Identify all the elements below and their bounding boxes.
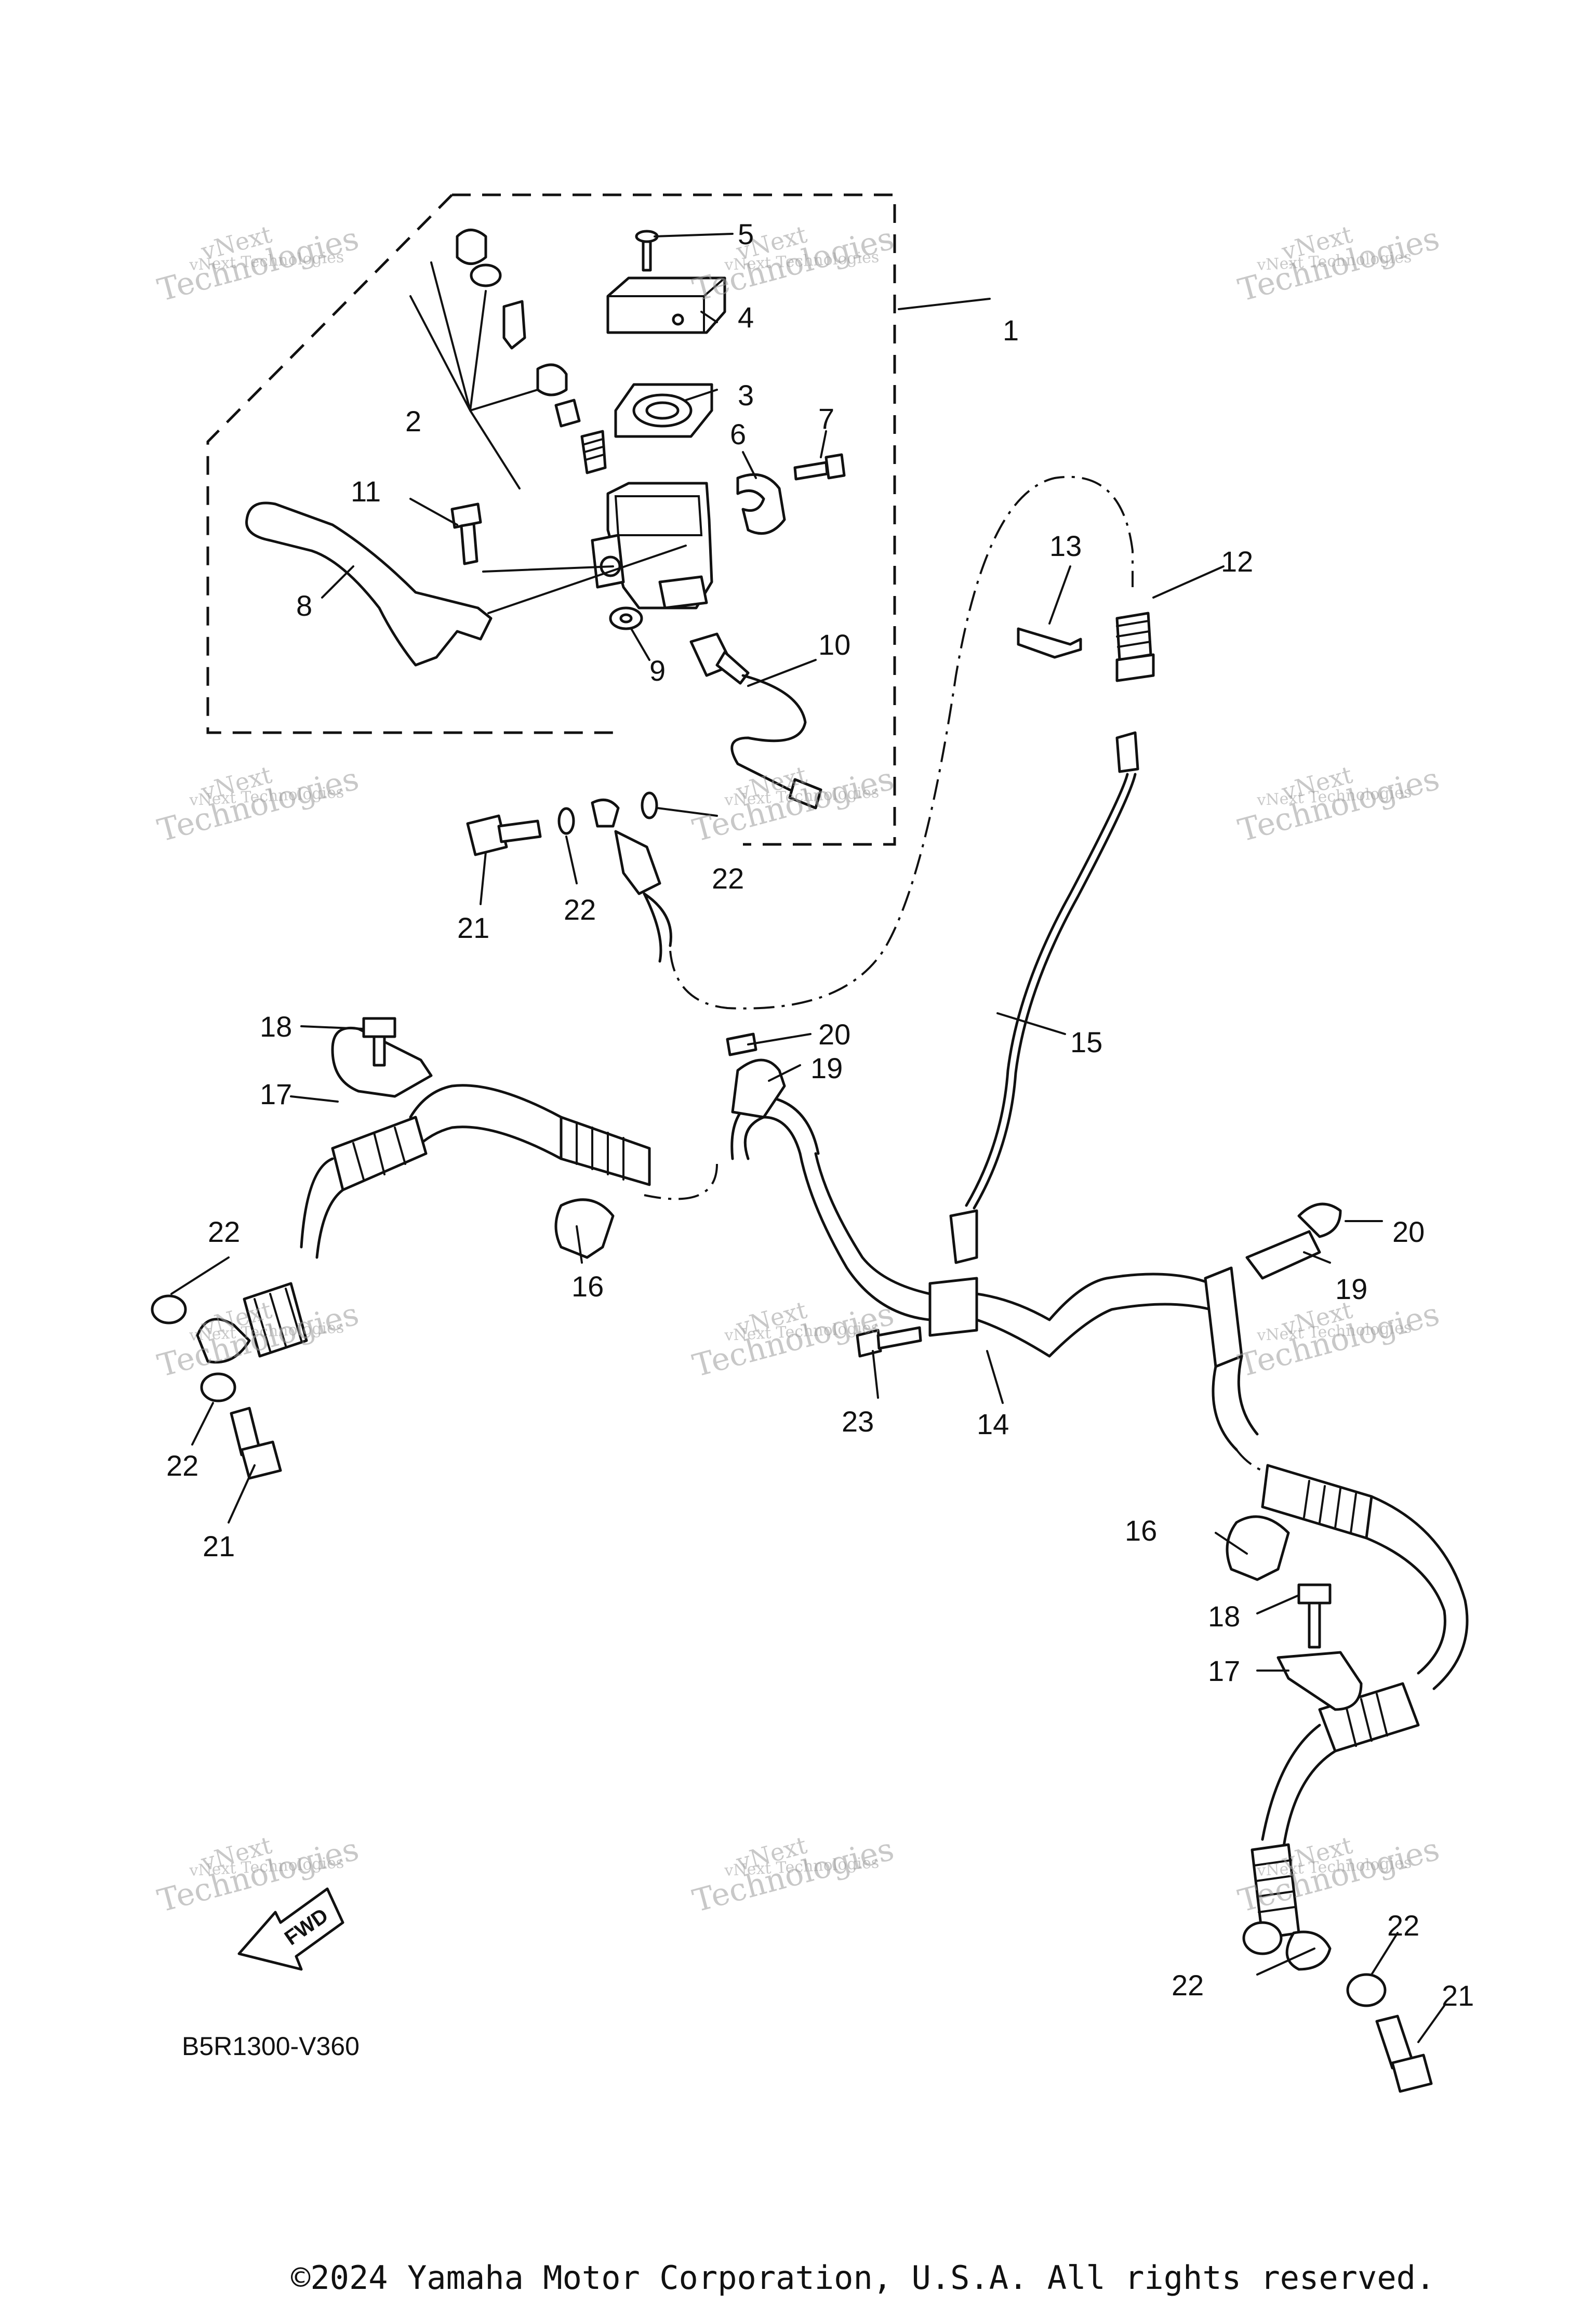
callout-17-left: 17 — [260, 1078, 292, 1110]
callout-19-left: 19 — [810, 1052, 843, 1084]
callout-21-top: 21 — [457, 911, 489, 944]
callout-14: 14 — [977, 1408, 1009, 1440]
holder-bolt — [793, 453, 846, 481]
callout-11: 11 — [351, 475, 381, 508]
callout-labels: 1 2 3 4 5 6 7 8 9 10 11 12 13 14 15 16 1… — [166, 218, 1474, 2012]
callout-20-left: 20 — [818, 1018, 850, 1051]
callout-23: 23 — [842, 1405, 874, 1438]
master-cylinder-assembly-outline — [206, 193, 896, 846]
callout-8: 8 — [296, 589, 312, 622]
copyright-notice: ©2024 Yamaha Motor Corporation, U.S.A. A… — [291, 2259, 1435, 2297]
washer-9 — [609, 606, 643, 630]
callout-12: 12 — [1221, 545, 1253, 578]
callout-18-left: 18 — [260, 1010, 292, 1043]
callout-18-right: 18 — [1208, 1600, 1240, 1633]
brake-hose-right — [1204, 1266, 1469, 1971]
hose-clamp-16-right — [1226, 1515, 1290, 1581]
cap-screw — [635, 230, 659, 272]
callout-20-right: 20 — [1392, 1215, 1425, 1248]
master-cylinder-kit — [456, 229, 607, 474]
callout-22-top-a: 22 — [564, 893, 596, 926]
reservoir-diaphragm — [614, 383, 713, 438]
union-bolt-21-left — [230, 1407, 282, 1480]
gasket-22-left-a — [151, 1294, 187, 1324]
hose-clip-19-left — [726, 1032, 786, 1119]
callout-7: 7 — [818, 402, 834, 435]
gasket-22-right-b — [1346, 1973, 1387, 2007]
hose-guide — [1017, 627, 1082, 659]
callout-22-top-b: 22 — [712, 862, 744, 895]
brake-hose-joint — [799, 1152, 1212, 1358]
callout-4: 4 — [738, 301, 754, 334]
callout-16-left: 16 — [571, 1270, 604, 1303]
callout-22-right-b: 22 — [1387, 1909, 1419, 1942]
gasket-22-right-a — [1242, 1921, 1283, 1955]
gasket-22-top-a — [557, 807, 575, 835]
callout-21-right: 21 — [1442, 1979, 1474, 2012]
lever-pivot-bolt — [450, 502, 482, 565]
gasket-22-top-b — [641, 791, 658, 819]
brake-lever — [245, 501, 493, 667]
handlebar-holder — [736, 473, 786, 535]
callout-22-left-b: 22 — [166, 1449, 198, 1482]
callout-5: 5 — [738, 218, 754, 250]
union-bolt-21-right — [1375, 2015, 1433, 2093]
callout-2: 2 — [405, 405, 421, 438]
callout-13: 13 — [1049, 529, 1082, 562]
brake-pipe — [949, 731, 1139, 1264]
callout-22-left-a: 22 — [208, 1215, 240, 1248]
callout-10: 10 — [818, 628, 850, 661]
fwd-arrow: FWD — [237, 1887, 344, 1971]
callout-21-left: 21 — [203, 1530, 235, 1562]
diagram-code: B5R1300-V360 — [182, 2032, 360, 2061]
hose-holder-17-left — [331, 1017, 433, 1098]
callout-9: 9 — [649, 654, 666, 687]
callout-19-right: 19 — [1335, 1273, 1367, 1305]
callout-6: 6 — [730, 418, 746, 451]
callout-16-right: 16 — [1125, 1514, 1157, 1547]
gasket-22-left-b — [200, 1372, 236, 1402]
leader-lines — [170, 233, 1445, 2043]
callout-1: 1 — [1003, 314, 1019, 347]
hose-clamp-16-left — [554, 1198, 615, 1259]
master-cylinder-body — [591, 482, 713, 610]
brake-hose-upper — [591, 475, 1155, 1010]
hose-clip-19-right — [1245, 1202, 1342, 1280]
callout-3: 3 — [738, 379, 754, 412]
union-bolt-21-top — [466, 814, 542, 856]
callout-15: 15 — [1070, 1026, 1102, 1058]
hose-holder-17-right — [1276, 1583, 1363, 1711]
brake-hose-left — [196, 1084, 820, 1364]
brake-switch — [689, 632, 822, 810]
callout-17-right: 17 — [1208, 1654, 1240, 1687]
joint-bolt — [856, 1326, 922, 1358]
callout-22-right-a: 22 — [1172, 1969, 1204, 2002]
